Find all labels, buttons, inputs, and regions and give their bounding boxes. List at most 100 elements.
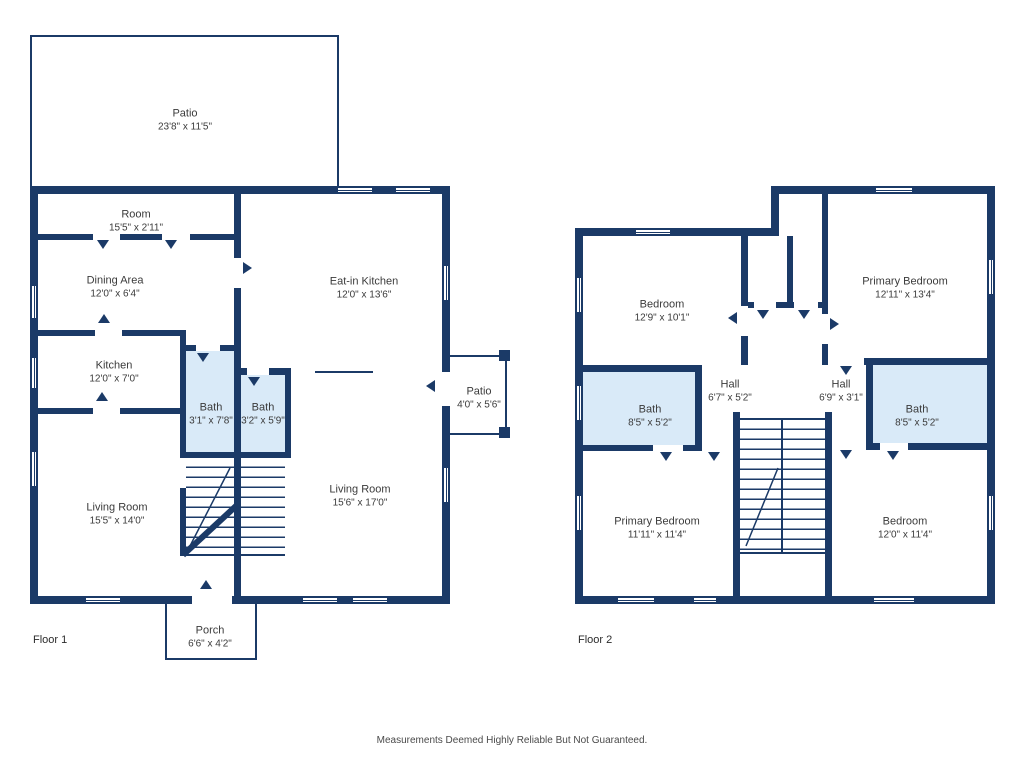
room-label-dining: Dining Area 12'0" x 6'4" xyxy=(86,274,144,300)
floor1-label: Floor 1 xyxy=(33,634,68,646)
room-label-hall-left: Hall 6'7" x 5'2" xyxy=(708,378,752,404)
window xyxy=(874,596,914,604)
wall-segment xyxy=(825,412,832,596)
wall-segment xyxy=(822,194,828,314)
wall-segment xyxy=(241,368,247,375)
wall-segment xyxy=(180,488,186,556)
room-label-bath-left: Bath 8'5" x 5'2" xyxy=(628,403,672,429)
staircase-flight xyxy=(241,458,285,555)
wall-segment xyxy=(30,186,38,604)
room-label-kitchen: Kitchen 12'0" x 7'0" xyxy=(89,359,139,385)
wall-segment xyxy=(234,194,241,258)
window xyxy=(636,228,670,236)
wall-segment xyxy=(241,452,285,458)
door-marker xyxy=(798,310,810,319)
door-marker xyxy=(98,314,110,323)
room-label-bath-right: Bath 8'5" x 5'2" xyxy=(895,403,939,429)
patio-post xyxy=(499,427,510,438)
wall-segment xyxy=(583,445,653,451)
window xyxy=(338,186,372,194)
door-marker xyxy=(165,240,177,249)
stair-divider xyxy=(781,420,783,554)
wall-segment xyxy=(822,344,828,365)
room-label-living-b: Living Room 15'6" x 17'0" xyxy=(329,483,391,509)
window xyxy=(876,186,912,194)
window xyxy=(575,496,583,530)
patio-outline xyxy=(450,433,507,435)
wall-segment xyxy=(186,452,234,458)
wall-segment xyxy=(866,365,873,450)
door-opening xyxy=(442,372,450,406)
door-marker xyxy=(96,392,108,401)
counter-line xyxy=(315,371,373,373)
bath-room-fill xyxy=(583,372,695,445)
wall-segment xyxy=(787,236,793,308)
door-marker xyxy=(197,353,209,362)
patio-outline xyxy=(30,35,32,186)
bath-room-fill xyxy=(186,351,234,452)
room-label-patio-top: Patio 23'8" x 11'5" xyxy=(157,107,213,133)
wall-segment xyxy=(741,236,748,306)
door-marker xyxy=(660,452,672,461)
disclaimer-text: Measurements Deemed Highly Reliable But … xyxy=(376,735,648,746)
door-marker xyxy=(840,450,852,459)
wall-segment xyxy=(864,358,987,365)
wall-segment xyxy=(683,445,695,451)
door-marker xyxy=(728,312,737,324)
wall-segment xyxy=(987,186,995,604)
door-marker xyxy=(887,451,899,460)
window xyxy=(987,496,995,530)
room-label-eatin-kitchen: Eat-in Kitchen 12'0" x 13'6" xyxy=(329,275,399,301)
wall-segment xyxy=(30,596,450,604)
door-marker xyxy=(757,310,769,319)
room-label-primary-a: Primary Bedroom 12'11" x 13'4" xyxy=(862,275,948,301)
stair-edge xyxy=(241,554,285,556)
door-marker xyxy=(248,377,260,386)
wall-segment xyxy=(120,234,162,240)
room-label-bedroom-a: Bedroom 12'9" x 10'1" xyxy=(634,298,690,324)
patio-outline xyxy=(337,35,339,186)
porch-outline xyxy=(165,658,257,660)
wall-segment xyxy=(38,234,93,240)
door-marker xyxy=(426,380,435,392)
door-marker xyxy=(840,366,852,375)
wall-segment xyxy=(866,443,880,450)
window xyxy=(694,596,716,604)
staircase-flight xyxy=(186,458,234,555)
wall-segment xyxy=(733,412,740,596)
window xyxy=(30,452,38,486)
room-label-living-a: Living Room 15'5" x 14'0" xyxy=(86,501,148,527)
bath-room-fill xyxy=(241,375,285,452)
room-label-primary-b: Primary Bedroom 11'11" x 11'4" xyxy=(614,515,700,541)
room-label-bedroom-b: Bedroom 12'0" x 11'4" xyxy=(877,515,933,541)
door-marker xyxy=(708,452,720,461)
wall-segment xyxy=(180,330,186,458)
porch-outline xyxy=(255,604,257,660)
room-label-room: Room 15'5" x 2'11" xyxy=(108,208,164,234)
window xyxy=(396,186,430,194)
door-marker xyxy=(830,318,839,330)
patio-outline xyxy=(450,355,507,357)
door-opening xyxy=(794,302,818,308)
wall-segment xyxy=(741,336,748,365)
door-opening xyxy=(754,302,776,308)
wall-segment xyxy=(748,302,828,308)
room-label-bath-b: Bath 3'2" x 5'9" xyxy=(241,401,285,427)
wall-segment xyxy=(38,330,95,336)
wall-segment xyxy=(269,368,291,375)
window xyxy=(86,596,120,604)
wall-segment xyxy=(771,186,779,236)
window xyxy=(442,266,450,300)
window xyxy=(30,358,38,388)
porch-outline xyxy=(165,604,167,660)
patio-outline xyxy=(505,355,507,435)
window xyxy=(575,386,583,420)
wall-segment xyxy=(908,443,987,450)
window xyxy=(353,596,387,604)
patio-outline xyxy=(30,35,339,37)
wall-segment xyxy=(220,345,234,351)
door-opening xyxy=(192,596,232,604)
window xyxy=(618,596,654,604)
door-marker xyxy=(243,262,252,274)
